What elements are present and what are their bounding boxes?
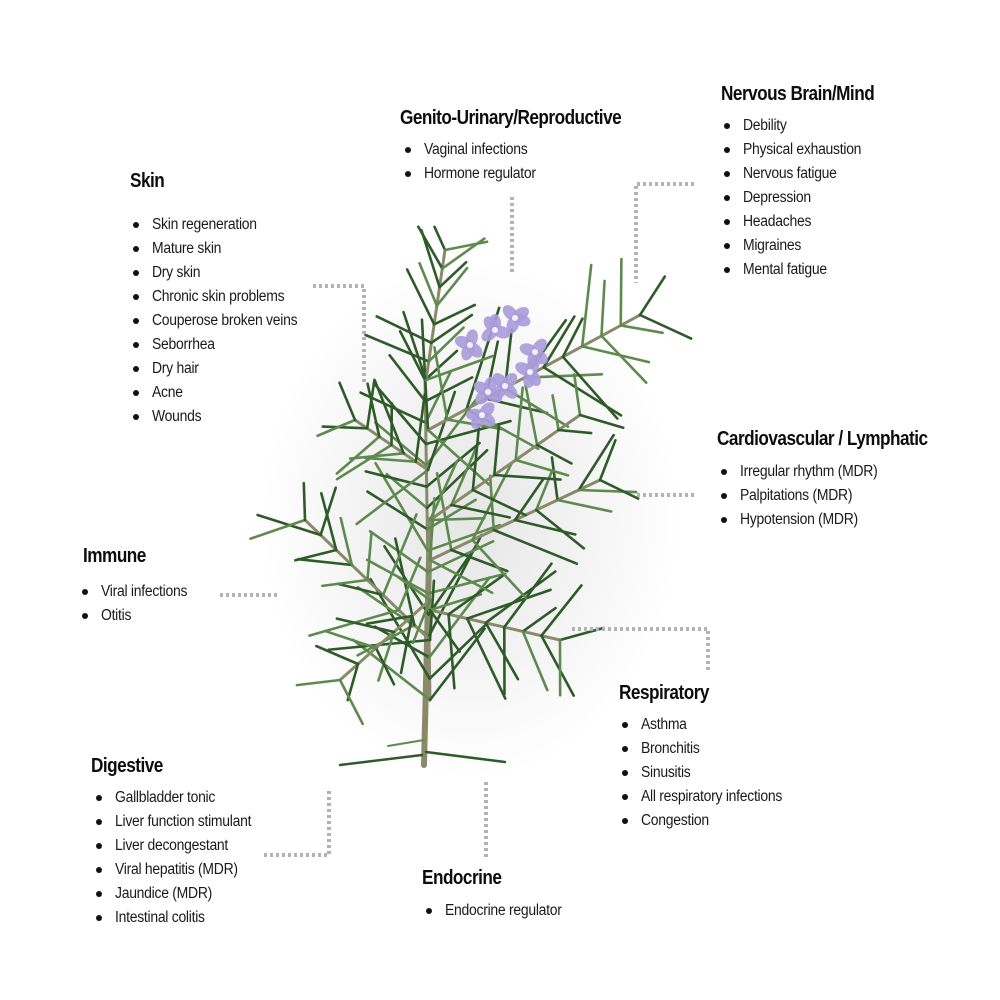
skin-list-item: Seborrhea <box>130 333 313 357</box>
respiratory-list-item: All respiratory infections <box>619 785 798 809</box>
digestive-list-item: Viral hepatitis (MDR) <box>93 858 266 882</box>
respiratory-title: Respiratory <box>619 682 709 704</box>
skin-list-item: Dry hair <box>130 357 313 381</box>
digestive-list-item: Gallbladder tonic <box>93 786 266 810</box>
digestive-list-item: Liver function stimulant <box>93 810 266 834</box>
connector-digestive <box>264 789 331 857</box>
cardio-list: Irregular rhythm (MDR)Palpitations (MDR)… <box>718 460 962 532</box>
skin-title: Skin <box>130 170 165 192</box>
connector-skin <box>313 284 366 383</box>
immune-list-item: Viral infections <box>79 580 197 604</box>
rosemary-sprig <box>249 225 693 768</box>
respiratory-list-item: Asthma <box>619 713 798 737</box>
connector-nervous <box>634 182 694 283</box>
digestive-list-item: Intestinal colitis <box>93 906 266 930</box>
genito-list-item: Hormone regulator <box>402 162 657 186</box>
endocrine-list: Endocrine regulator <box>423 899 575 923</box>
digestive-list-item: Liver decongestant <box>93 834 266 858</box>
immune-title: Immune <box>83 545 146 567</box>
cardio-list-item: Palpitations (MDR) <box>718 484 962 508</box>
digestive-list-item: Jaundice (MDR) <box>93 882 266 906</box>
nervous-list-item: Nervous fatigue <box>721 162 899 186</box>
nervous-list-item: Mental fatigue <box>721 258 899 282</box>
respiratory-list-item: Congestion <box>619 809 798 833</box>
endocrine-section: Endocrine Endocrine regulator <box>422 867 575 923</box>
nervous-list-item: Debility <box>721 114 899 138</box>
skin-list-item: Wounds <box>130 405 313 429</box>
skin-list-item: Mature skin <box>130 237 313 261</box>
cardio-title: Cardiovascular / Lymphatic <box>717 428 928 450</box>
cardio-section: Cardiovascular / Lymphatic Irregular rhy… <box>717 428 962 532</box>
skin-list-item: Acne <box>130 381 313 405</box>
nervous-list-item: Physical exhaustion <box>721 138 899 162</box>
connector-respiratory <box>572 627 710 670</box>
genito-list-item: Vaginal infections <box>402 138 657 162</box>
respiratory-list-item: Sinusitis <box>619 761 798 785</box>
skin-list-item: Skin regeneration <box>130 213 313 237</box>
respiratory-list-item: Bronchitis <box>619 737 798 761</box>
skin-list-item: Dry skin <box>130 261 313 285</box>
nervous-title: Nervous Brain/Mind <box>721 83 875 105</box>
endocrine-title: Endocrine <box>422 867 502 889</box>
cardio-list-item: Irregular rhythm (MDR) <box>718 460 962 484</box>
digestive-title: Digestive <box>91 755 163 777</box>
skin-list-item: Chronic skin problems <box>130 285 313 309</box>
cardio-list-item: Hypotension (MDR) <box>718 508 962 532</box>
nervous-list-item: Headaches <box>721 210 899 234</box>
nervous-list-item: Depression <box>721 186 899 210</box>
connector-lines <box>220 182 710 857</box>
skin-list-item: Couperose broken veins <box>130 309 313 333</box>
endocrine-list-item: Endocrine regulator <box>423 899 575 923</box>
genito-section: Genito-Urinary/Reproductive Vaginal infe… <box>400 107 657 186</box>
immune-list-item: Otitis <box>79 604 197 628</box>
genito-title: Genito-Urinary/Reproductive <box>400 107 622 129</box>
nervous-list-item: Migraines <box>721 234 899 258</box>
